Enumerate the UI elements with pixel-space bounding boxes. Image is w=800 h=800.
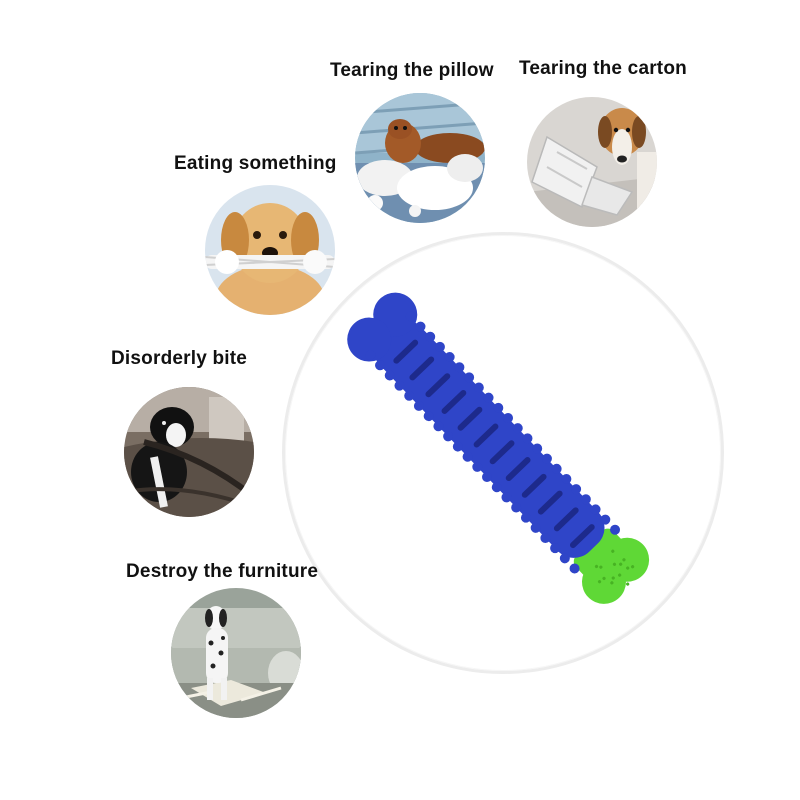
toy-brush-slot bbox=[537, 490, 563, 515]
toy-cap-speckle bbox=[597, 580, 602, 584]
toy-bump bbox=[551, 463, 562, 474]
toy-bump bbox=[571, 484, 582, 495]
toy-cap-speckle bbox=[611, 549, 615, 553]
toy-cap-speckle bbox=[618, 573, 622, 577]
toy-cap-speckle bbox=[599, 565, 603, 569]
toy-bump bbox=[394, 380, 405, 391]
toy-bump bbox=[520, 512, 531, 523]
toy-bump bbox=[443, 431, 454, 442]
toy-bump bbox=[452, 441, 463, 452]
toy-end-cap-green bbox=[573, 528, 629, 583]
toy-bump bbox=[462, 451, 473, 462]
dog-tearing-pillow-photo bbox=[355, 93, 485, 223]
toy-bump bbox=[541, 453, 552, 464]
toy-bump bbox=[425, 331, 436, 342]
toy-bump bbox=[610, 524, 621, 535]
toy-cap-speckle bbox=[631, 565, 635, 569]
label-tearing-pillow: Tearing the pillow bbox=[330, 60, 494, 81]
toy-bump bbox=[483, 392, 494, 403]
toy-brush-slot bbox=[505, 457, 531, 482]
toy-bump bbox=[580, 494, 591, 505]
toy-brush-slot bbox=[457, 406, 483, 431]
toy-bump bbox=[522, 433, 533, 444]
label-disorderly-bite: Disorderly bite bbox=[111, 348, 248, 369]
toy-bump bbox=[559, 553, 570, 564]
toy-bump bbox=[511, 502, 522, 513]
toy-bump bbox=[540, 532, 551, 543]
toy-brush-slot bbox=[393, 339, 419, 364]
toy-bump bbox=[512, 423, 523, 434]
toy-bump bbox=[493, 402, 504, 413]
toy-bump bbox=[454, 362, 465, 373]
dog-destroying-sofa-photo bbox=[171, 588, 301, 718]
toy-bump bbox=[472, 461, 483, 472]
toy-bump bbox=[404, 390, 415, 401]
toy-bump bbox=[530, 522, 541, 533]
toy-cap-speckle bbox=[626, 566, 630, 570]
dog-tearing-carton-photo bbox=[527, 97, 657, 227]
label-eating-something: Eating something bbox=[174, 153, 337, 174]
toy-bump bbox=[375, 360, 386, 371]
toy-brush-slot bbox=[569, 524, 595, 549]
toy-cap-speckle bbox=[612, 562, 617, 566]
toy-brush-slot bbox=[441, 389, 467, 414]
toy-brush-slot bbox=[553, 507, 579, 532]
toy-cap-speckle bbox=[626, 582, 630, 586]
toy-bump bbox=[503, 413, 514, 424]
toy-bump bbox=[464, 372, 475, 383]
toy-brush-slot bbox=[521, 473, 547, 498]
label-tearing-carton: Tearing the carton bbox=[519, 58, 687, 79]
toy-bump bbox=[600, 514, 611, 525]
toy-cap-speckle bbox=[622, 558, 626, 562]
label-destroy-furniture: Destroy the furniture bbox=[126, 561, 319, 582]
toy-bump bbox=[501, 492, 512, 503]
toy-bump bbox=[444, 352, 455, 363]
toy-cap-speckle bbox=[602, 576, 606, 581]
toy-stick-body bbox=[373, 319, 605, 558]
dog-eating-rope-photo bbox=[205, 185, 335, 315]
toy-bump bbox=[433, 421, 444, 432]
toy-bump bbox=[590, 504, 601, 515]
toy-bump bbox=[434, 341, 445, 352]
toy-brush-slot bbox=[409, 356, 435, 381]
dog-biting-cable-photo bbox=[124, 387, 254, 517]
toy-bump bbox=[491, 482, 502, 493]
toy-cap-speckle bbox=[610, 581, 614, 585]
toy-bump bbox=[413, 400, 424, 411]
toy-bump bbox=[405, 311, 416, 322]
toy-bump bbox=[550, 543, 561, 554]
toy-bump bbox=[532, 443, 543, 454]
toy-brush-slot bbox=[473, 423, 499, 448]
toy-bump bbox=[384, 370, 395, 381]
toy-top-knob bbox=[347, 317, 392, 362]
toy-brush-slot bbox=[489, 440, 515, 465]
toy-cap-speckle bbox=[611, 576, 615, 580]
toy-bump bbox=[365, 350, 376, 361]
toy-brush-slot bbox=[425, 373, 451, 398]
toy-bump bbox=[482, 472, 493, 483]
toy-cap-speckle bbox=[594, 564, 599, 569]
toy-bump bbox=[423, 411, 434, 422]
toy-bump bbox=[473, 382, 484, 393]
toy-bump bbox=[569, 563, 580, 574]
toy-bump bbox=[561, 473, 572, 484]
toy-bump bbox=[415, 321, 426, 332]
product-frame-circle bbox=[282, 232, 724, 674]
toy-cap-speckle bbox=[619, 562, 623, 566]
